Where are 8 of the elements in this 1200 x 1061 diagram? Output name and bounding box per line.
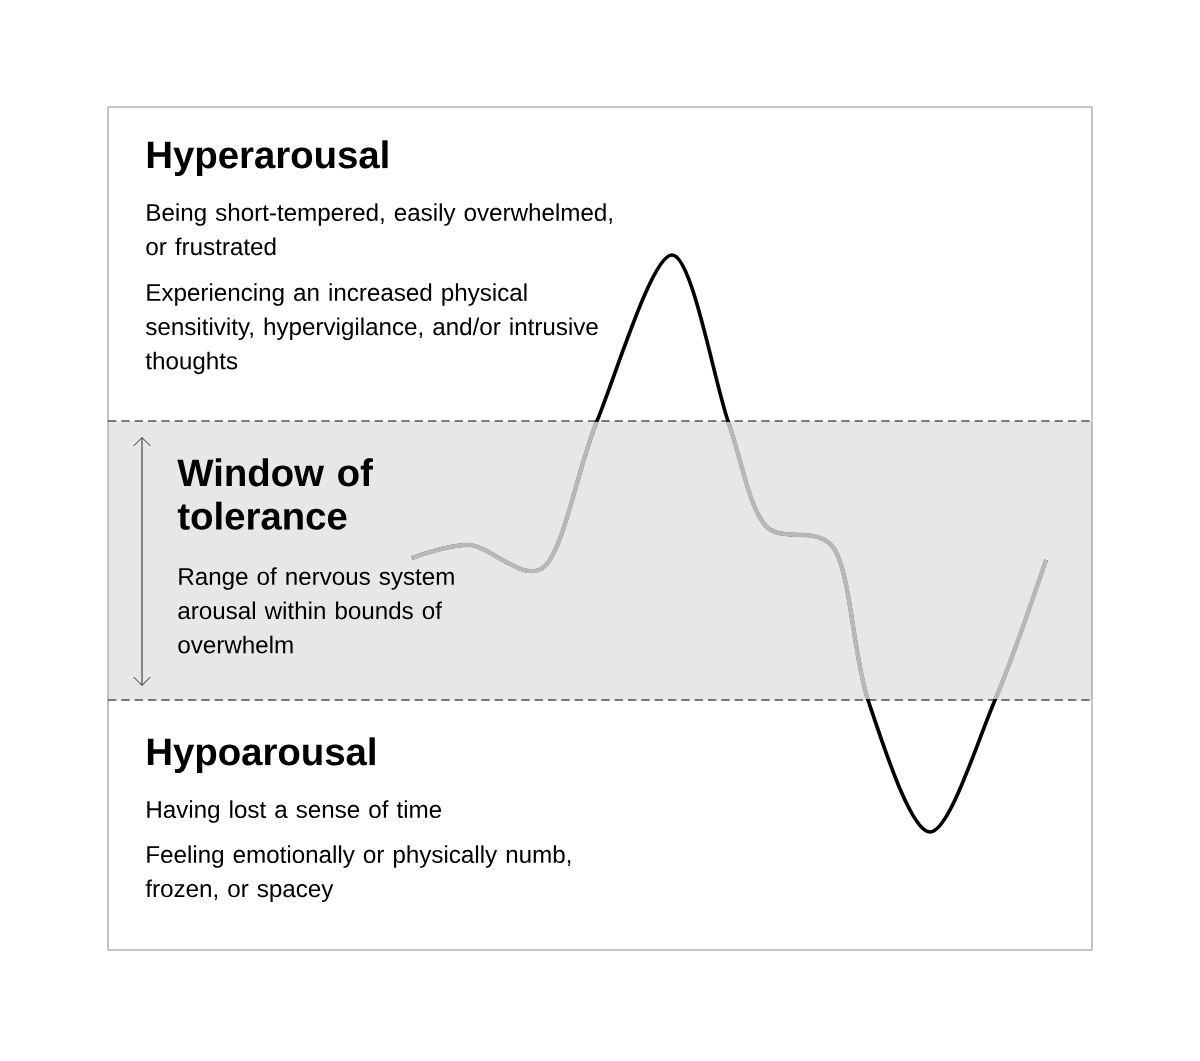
zone-description: Being short-tempered, easily overwhelmed, or frustrated xyxy=(146,203,612,256)
zone-description: Feeling emotionally or physically numb, frozen, or spacey xyxy=(145,845,571,903)
zone-heading: Hypoarousal xyxy=(147,737,375,774)
zone-heading: Window of tolerance xyxy=(177,458,373,530)
zone-description: Range of nervous system arousal within bounds of overwhelm xyxy=(178,567,454,654)
zone-description: Experiencing an increased physical sensitivity, hypervigilance, and/or intrusive thoughts xyxy=(145,283,598,375)
zone-description: Having lost a sense of time xyxy=(147,800,442,823)
zone-heading: Hyperarousal xyxy=(147,140,388,177)
